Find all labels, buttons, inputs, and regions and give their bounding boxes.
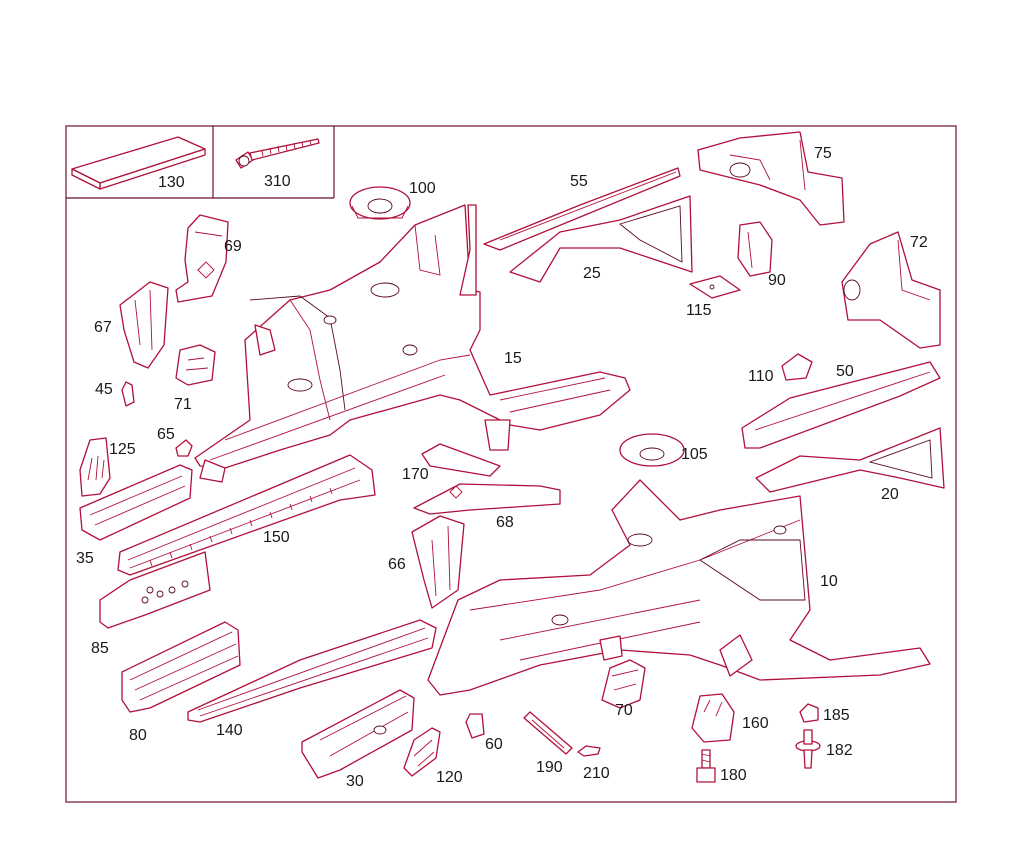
part-label-150: 150 bbox=[263, 529, 290, 546]
part-90-drawing bbox=[737, 221, 773, 277]
part-15-drawing bbox=[194, 204, 631, 483]
part-label-66: 66 bbox=[388, 556, 406, 573]
part-label-71: 71 bbox=[174, 396, 192, 413]
part-35-drawing bbox=[79, 464, 193, 541]
part-label-110: 110 bbox=[748, 368, 774, 385]
part-80-drawing bbox=[121, 621, 241, 713]
part-71-drawing bbox=[175, 344, 216, 386]
part-label-100: 100 bbox=[409, 180, 436, 197]
part-180-drawing bbox=[696, 749, 716, 783]
part-label-105: 105 bbox=[681, 446, 708, 463]
part-85-drawing bbox=[99, 551, 211, 629]
part-label-68: 68 bbox=[496, 514, 514, 531]
part-label-70: 70 bbox=[615, 702, 633, 719]
part-label-180: 180 bbox=[720, 767, 747, 784]
part-55-drawing bbox=[483, 167, 681, 251]
part-150-drawing bbox=[117, 454, 376, 576]
part-66-drawing bbox=[411, 515, 465, 609]
part-label-170: 170 bbox=[402, 466, 429, 483]
part-label-45: 45 bbox=[95, 381, 113, 398]
part-67-drawing bbox=[119, 281, 169, 369]
part-75-drawing bbox=[697, 131, 845, 226]
part-210-drawing bbox=[577, 745, 601, 757]
part-labels: 130 310 100 55 75 69 67 45 71 15 25 90 72 115 110 50 125… bbox=[76, 145, 928, 790]
part-70-drawing bbox=[601, 659, 646, 709]
inset-label-130: 130 bbox=[158, 174, 185, 191]
part-50-drawing bbox=[741, 361, 941, 449]
part-120-drawing bbox=[403, 727, 441, 777]
part-30-drawing bbox=[301, 689, 415, 779]
part-label-50: 50 bbox=[836, 363, 854, 380]
part-160-drawing bbox=[691, 693, 735, 743]
part-label-140: 140 bbox=[216, 722, 243, 739]
part-label-182: 182 bbox=[826, 742, 853, 759]
part-label-190: 190 bbox=[536, 759, 563, 776]
part-68-drawing bbox=[413, 483, 561, 515]
part-label-185: 185 bbox=[823, 707, 850, 724]
part-125-drawing bbox=[79, 437, 111, 497]
part-65-drawing bbox=[175, 439, 193, 457]
part-label-65: 65 bbox=[157, 426, 175, 443]
part-label-85: 85 bbox=[91, 640, 109, 657]
part-label-20: 20 bbox=[881, 486, 899, 503]
part-label-60: 60 bbox=[485, 736, 503, 753]
part-label-80: 80 bbox=[129, 727, 147, 744]
part-label-120: 120 bbox=[436, 769, 463, 786]
part-label-125: 125 bbox=[109, 441, 136, 458]
part-182-drawing bbox=[795, 729, 821, 769]
part-72-drawing bbox=[841, 231, 941, 349]
part-100-drawing bbox=[349, 186, 411, 220]
part-label-55: 55 bbox=[570, 173, 588, 190]
part-label-25: 25 bbox=[583, 265, 601, 282]
part-105-drawing bbox=[619, 433, 685, 467]
part-10-drawing bbox=[427, 479, 931, 696]
part-130-drawing bbox=[71, 136, 206, 190]
part-190-drawing bbox=[523, 711, 573, 755]
part-label-160: 160 bbox=[742, 715, 769, 732]
part-label-72: 72 bbox=[910, 234, 928, 251]
part-label-90: 90 bbox=[768, 272, 786, 289]
part-60-drawing bbox=[465, 713, 485, 739]
diagram-frame bbox=[65, 125, 957, 803]
part-label-115: 115 bbox=[686, 302, 712, 319]
part-25-drawing bbox=[509, 195, 693, 283]
part-label-15: 15 bbox=[504, 350, 522, 367]
part-140-drawing bbox=[187, 619, 437, 723]
part-label-75: 75 bbox=[814, 145, 832, 162]
part-185-drawing bbox=[799, 703, 819, 723]
part-20-drawing bbox=[755, 427, 945, 493]
part-label-69: 69 bbox=[224, 238, 242, 255]
part-45-drawing bbox=[121, 381, 135, 407]
part-label-67: 67 bbox=[94, 319, 112, 336]
part-69-drawing bbox=[175, 214, 229, 303]
part-310-drawing bbox=[235, 138, 320, 169]
part-170-drawing bbox=[421, 443, 501, 477]
part-115-drawing bbox=[689, 275, 741, 299]
part-label-10: 10 bbox=[820, 573, 838, 590]
inset-box bbox=[66, 126, 335, 199]
part-label-30: 30 bbox=[346, 773, 364, 790]
part-label-35: 35 bbox=[76, 550, 94, 567]
part-label-210: 210 bbox=[583, 765, 610, 782]
inset-label-310: 310 bbox=[264, 173, 291, 190]
part-110-drawing bbox=[781, 353, 813, 381]
